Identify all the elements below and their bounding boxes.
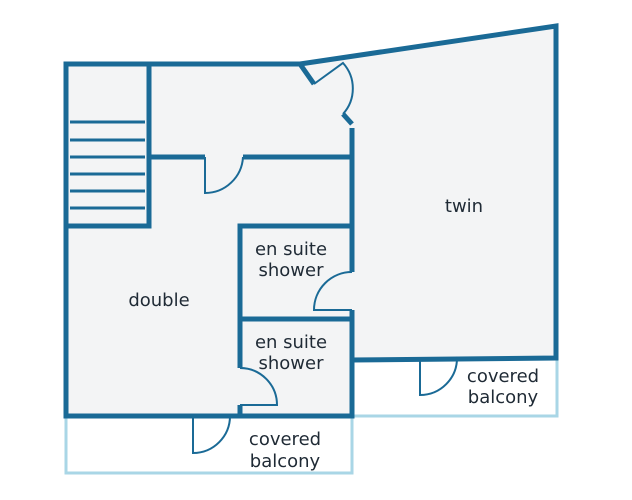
room-label-double: double	[128, 290, 189, 311]
room-label-balcony-right-line1: covered	[467, 366, 539, 387]
room-label-balcony-bottom-line2: balcony	[250, 451, 321, 472]
balcony-right-outline	[350, 356, 559, 418]
room-label-twin: twin	[445, 196, 483, 217]
room-label-ensuite-bottom-line1: en suite	[255, 332, 327, 353]
room-label-ensuite-top-line1: en suite	[255, 239, 327, 260]
room-label-balcony-right-line2: balcony	[468, 387, 539, 408]
walls	[63, 23, 559, 419]
room-label-ensuite-bottom-line2: shower	[259, 353, 325, 374]
room-label-balcony-bottom-line1: covered	[249, 429, 321, 450]
floor-area	[66, 26, 556, 416]
room-label-ensuite-top-line2: shower	[259, 260, 325, 281]
doors	[192, 61, 458, 455]
balcony-bottom-outline	[64, 415, 354, 475]
staircase	[70, 120, 145, 210]
